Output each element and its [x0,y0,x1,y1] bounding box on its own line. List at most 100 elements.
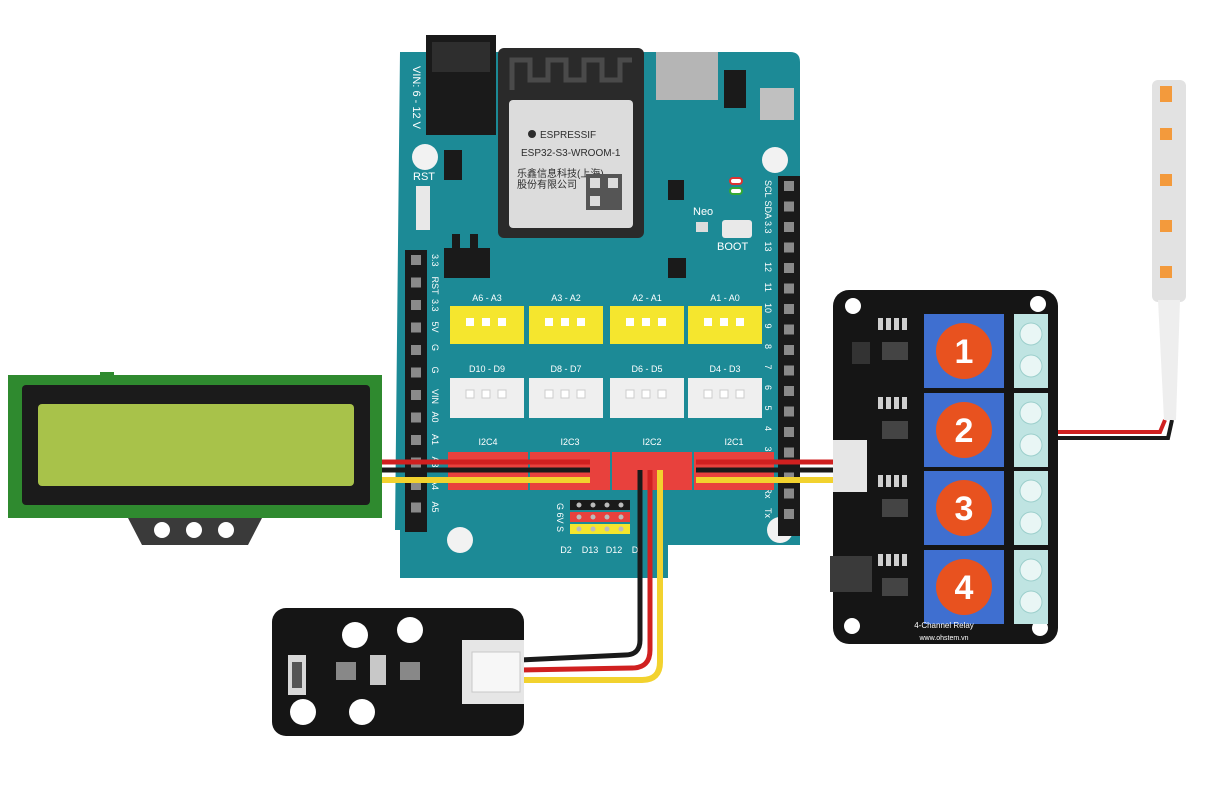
right-header-pins [784,181,794,519]
port-pin [497,389,507,399]
boot-button[interactable] [722,220,752,238]
header-pin [784,365,794,376]
board-mount-hole [762,147,788,173]
terminal-screw [1019,322,1043,346]
right-pin-label: Tx [763,508,773,518]
wires [380,419,1174,683]
port-pin [703,389,713,399]
analog-port-label: A6 - A3 [472,293,502,303]
port-pin [641,389,651,399]
terminal-screw [1019,590,1043,614]
port-pin [642,318,650,326]
header-pin [784,488,794,499]
right-pin-label: 8 [763,344,773,349]
lcd-display [8,372,382,545]
left-pin-label: 3.3 [430,254,440,267]
port-pin [625,389,635,399]
port-pin [465,389,475,399]
digital-port-label: D4 - D3 [709,364,740,374]
led-strip-tail [1158,300,1180,420]
left-pin-label: A0 [430,412,440,423]
port-pin [466,318,474,326]
smd-resistor [886,475,891,487]
analog-port-label: A3 - A2 [551,293,581,303]
led-strip [1152,80,1186,420]
right-pin-label: 11 [763,283,773,292]
port-pin [657,389,667,399]
board-mount-hole [447,527,473,553]
header-pin [411,367,421,378]
i2c-port-label: I2C1 [724,437,743,447]
right-pin-label: 3 [763,447,773,452]
right-pin-header [778,176,800,536]
reset-button[interactable] [416,186,430,230]
i2c-port-label: I2C3 [560,437,579,447]
header-pin [784,468,794,478]
relay-channel-number: 3 [955,490,974,528]
header-pin [784,283,794,294]
relay-channel-badge [936,480,992,536]
side-connector [760,88,794,120]
header-pin [411,345,421,355]
regulator-chip [444,150,462,180]
smd-resistor [902,475,907,487]
header-pin [411,322,421,333]
boot-label: BOOT [717,241,748,253]
bottom-pin-label: D2 [560,545,572,555]
status-led [729,177,743,185]
wire-button-red [519,470,653,673]
terminal-screw [1019,479,1043,503]
header-pin [411,277,421,288]
smd-resistor [894,554,899,566]
right-pin-label: SCL [763,180,773,198]
relay-channel-badge [936,559,992,615]
header-pin [411,412,421,423]
right-pin-label: 7 [763,365,773,370]
right-pin-label: 3.3 [763,221,773,234]
port-pin [560,389,570,399]
left-pin-label: A4 [430,479,440,490]
relay-channel-number: 2 [955,412,974,450]
right-pin-label: SDA [763,201,773,220]
right-pin-label: 12 [763,262,773,272]
smd-resistor [902,318,907,330]
rst-label: RST [413,171,435,183]
header-pin [784,304,794,314]
port-pin [544,389,554,399]
right-pin-label: 9 [763,324,773,329]
header-pin [784,406,794,417]
port-pin [561,318,569,326]
smd-chip [852,342,870,364]
smd-resistor [894,475,899,487]
relay-url: www.ohstem.vn [918,635,968,642]
terminal-screw [1019,558,1043,582]
smd-resistor [886,397,891,409]
digital-port-label: D8 - D7 [550,364,581,374]
left-pin-label: A5 [430,502,440,513]
wire-strip-red [1040,419,1167,434]
neo-label: Neo [693,206,713,218]
left-pin-label: A1 [430,434,440,445]
relay-dc-jack [830,556,872,592]
smd-resistor [886,318,891,330]
smd-resistor [902,397,907,409]
neopixel-led [696,222,708,232]
usb-connector [656,52,718,100]
module-model: ESP32-S3-WROOM-1 [521,148,621,159]
led-segment [1160,174,1172,186]
led-segment [1160,266,1172,278]
header-pin [784,386,794,396]
relay-name: 4-Channel Relay [914,621,974,630]
digital-port-label: D10 - D9 [469,364,505,374]
port-pin [626,318,634,326]
port-pin [545,318,553,326]
wire-strip-black [1040,419,1174,440]
smd-part [724,70,746,108]
smd-transistor [882,578,908,596]
regulator-chip [444,248,490,278]
relay-channel-badge [936,323,992,379]
bottom-pin-label: D [632,545,639,555]
